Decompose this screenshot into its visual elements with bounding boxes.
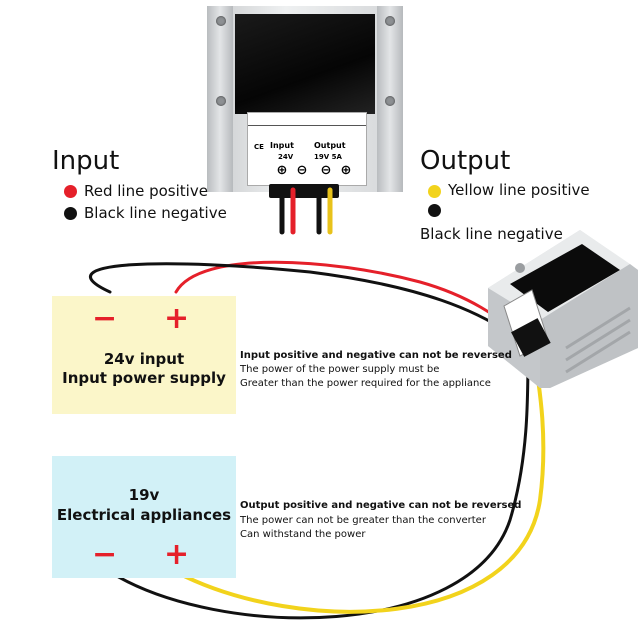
input-title: Input [52,146,120,176]
side-converter-drawing [488,230,638,388]
input-note-line2: Greater than the power required for the … [240,378,491,389]
label-line [248,125,366,126]
yellow-dot [428,185,441,198]
input-box-line2: Input power supply [62,369,226,387]
input-box-line1: 24v input [103,350,185,368]
label-output: Output [314,141,346,150]
input-legend-black: Black line negative [84,204,227,222]
converter-label: CE Input Output 24V 19V 5A ⊕ ⊖ ⊖ ⊕ [247,112,367,186]
input-plus-sign: + [164,301,190,336]
label-input-voltage: 24V [278,153,294,161]
input-negative-wire [89,262,524,344]
mount-hole [216,96,226,106]
ce-mark: CE [254,143,264,151]
mount-hole [385,16,395,26]
output-note-warning: Output positive and negative can not be … [240,500,522,511]
black-dot-output [428,204,441,217]
output-appliance-box: 19v Electrical appliances − + [52,456,236,578]
output-negative-wire [108,350,530,620]
output-plus-sign: + [164,537,190,572]
output-box-line1: 19v [128,486,160,504]
converter-top-panel [235,14,375,114]
input-power-box: − + 24v input Input power supply [52,296,236,414]
output-legend-black: Black line negative [420,225,563,243]
input-note-line1: The power of the power supply must be [240,364,440,375]
mount-hole [216,16,226,26]
output-note-line1: The power can not be greater than the co… [240,515,486,526]
converter-case: CE Input Output 24V 19V 5A ⊕ ⊖ ⊖ ⊕ [207,6,403,192]
input-legend-red: Red line positive [84,182,208,200]
label-plus-in: ⊕ [276,163,288,178]
output-legend-yellow: Yellow line positive [448,181,590,199]
label-minus-out: ⊖ [320,163,332,178]
output-positive-wire [174,350,546,614]
output-minus-sign: − [92,537,118,572]
output-box-line2: Electrical appliances [56,506,232,524]
label-input: Input [270,141,294,150]
side-converter-image [470,228,640,388]
label-minus-in: ⊖ [296,163,308,178]
label-plus-out: ⊕ [340,163,352,178]
red-dot [64,185,77,198]
mount-hole [385,96,395,106]
input-note-warning: Input positive and negative can not be r… [240,350,512,361]
black-dot-input [64,207,77,220]
label-output-spec: 19V 5A [314,153,342,161]
output-note-line2: Can withstand the power [240,529,366,540]
input-minus-sign: − [92,301,118,336]
output-title: Output [420,146,511,176]
top-converter-image: CE Input Output 24V 19V 5A ⊕ ⊖ ⊖ ⊕ [207,6,403,198]
